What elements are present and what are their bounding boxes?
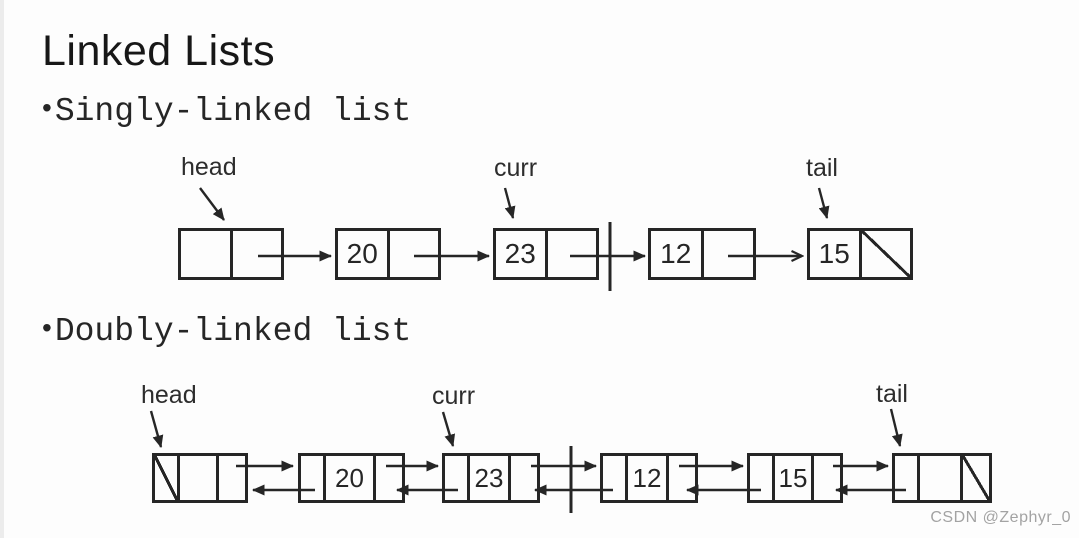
singly-head-label: head [181,153,237,181]
singly-node-12: 12 [648,228,756,280]
node-value-cell [181,231,230,277]
node-value-cell: 15 [818,238,850,269]
bullet-singly-linked-list: •Singly-linked list [42,92,411,130]
node-value-cell: 12 [660,238,692,269]
doubly-curr-pointer-arrow [441,411,456,447]
bullet-doubly-label: Doubly-linked list [54,313,412,350]
doubly-node-20: 20 [298,453,405,503]
node-value-cell: 20 [346,238,378,269]
doubly-node-12: 12 [600,453,698,503]
doubly-node-trailer [892,453,992,503]
node-value-cell: 12 [625,456,666,500]
node-prev-pointer-cell [895,456,917,500]
singly-head-pointer-arrow [199,187,225,221]
slide-left-edge [0,0,4,538]
doubly-curr-label: curr [432,382,476,410]
doubly-node-15: 15 [747,453,843,503]
doubly-head-pointer-arrow [149,410,164,448]
node-next-pointer-cell [811,456,840,500]
singly-tail-pointer-arrow [817,187,830,219]
doubly-node-23: 23 [442,453,540,503]
node-value-cell: 23 [467,456,508,500]
bullet-marker: • [42,92,52,123]
singly-node-15: 15 [807,228,913,280]
node-next-pointer-cell [229,231,282,277]
node-next-pointer-cell [544,231,597,277]
node-prev-pointer-cell [603,456,625,500]
node-value-cell [177,456,216,500]
singly-tail-label: tail [806,154,838,182]
singly-node-23: 23 [493,228,599,280]
node-prev-pointer-cell [301,456,323,500]
node-value-cell: 20 [323,456,373,500]
node-prev-pointer-cell [445,456,467,500]
page-title: Linked Lists [42,27,276,75]
bullet-marker: • [42,312,52,343]
node-next-pointer-cell [508,456,537,500]
node-next-pointer-cell [666,456,695,500]
node-value-cell: 23 [504,238,536,269]
node-next-pointer-cell [216,456,245,500]
node-value-cell [917,456,960,500]
csdn-watermark: CSDN @Zephyr_0 [930,509,1071,526]
doubly-node-header [152,453,248,503]
bullet-singly-label: Singly-linked list [54,93,412,130]
bullet-doubly-linked-list: •Doubly-linked list [42,312,411,350]
null-prev-pointer-slash [155,456,177,500]
doubly-tail-pointer-arrow [889,408,903,447]
node-value-cell: 15 [772,456,811,500]
singly-node-header [178,228,284,280]
node-next-pointer-cell [700,231,754,277]
singly-node-20: 20 [335,228,441,280]
null-next-pointer-slash [960,456,989,500]
doubly-head-label: head [141,381,197,409]
node-prev-pointer-cell [750,456,772,500]
singly-curr-label: curr [494,154,538,182]
null-pointer-slash [858,231,910,277]
singly-curr-pointer-arrow [503,187,516,219]
node-next-pointer-cell [386,231,439,277]
node-next-pointer-cell [373,456,402,500]
doubly-tail-label: tail [876,380,908,408]
